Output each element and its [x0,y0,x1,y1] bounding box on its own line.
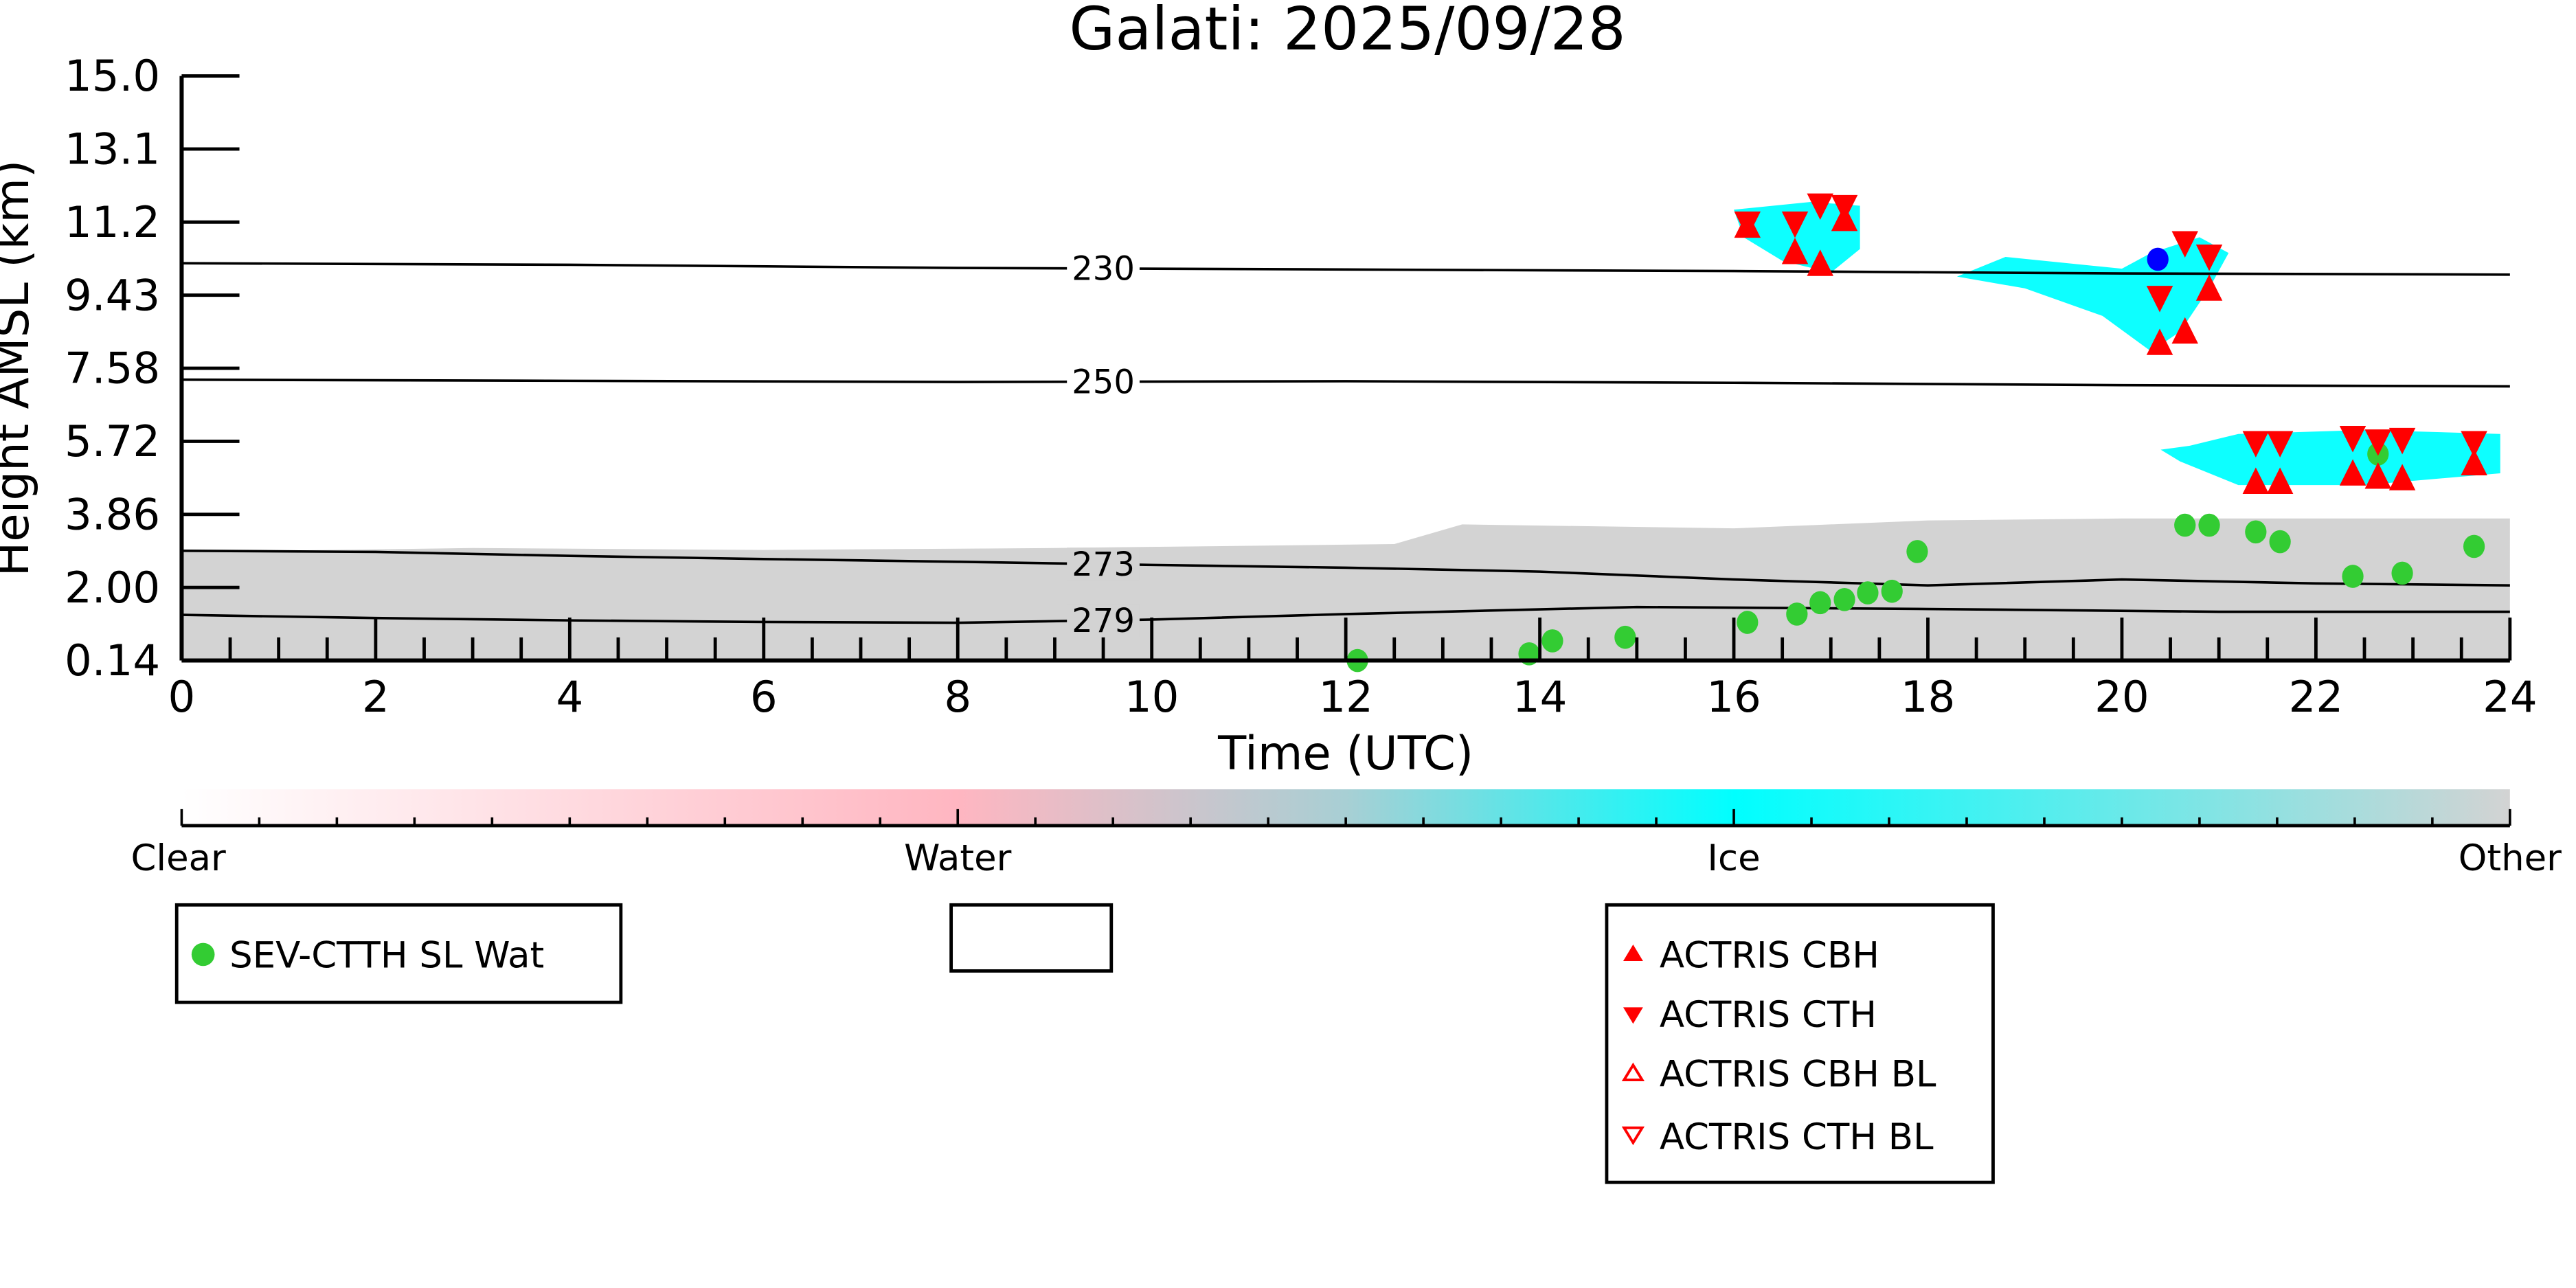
colorbar: Clear Water Ice Other [131,789,2562,879]
contour-label-273: 273 [1072,545,1135,584]
x-tick-label: 16 [1706,672,1761,722]
contour-label-bg-273 [1067,547,1140,581]
contour-label-250: 250 [1072,363,1135,401]
actris-cth-point [2242,431,2270,457]
legend-sev: SEV-CTTH SL Wat [174,903,623,1004]
x-tick-label: 8 [944,672,971,722]
region-ice-3 [2160,429,2500,486]
actris-cbh-point [1781,238,1809,264]
sev-ctth-sl-wat-point [1614,625,1636,649]
actris-cth-point [1781,211,1809,238]
legend-empty [949,903,1114,973]
actris-cth-point [1807,193,1833,221]
actris-cth-point [2146,286,2173,313]
x-tick-label: 6 [750,672,778,722]
sev-ctth-sl-wat-point [1809,591,1831,615]
y-tick-label: 9.43 [65,270,160,320]
actris-cth-point [2461,431,2487,457]
legend-label-cbh: ACTRIS CBH [1660,935,1879,977]
actris-cbh-point [2364,462,2392,489]
sev-ctth-sl-wat-point [1881,579,1903,603]
actris-cth-point [2364,429,2392,456]
x-tick-label: 24 [2483,672,2538,722]
actris-cbh-point [2242,467,2270,494]
actris-cth-point [2339,426,2366,453]
y-tick-label: 7.58 [65,343,160,394]
contour-label-bg-250 [1067,365,1140,398]
y-tick-label: 11.2 [65,197,160,247]
sev-ctth-sl-wat-point [1541,629,1563,653]
contour-230 [181,262,2510,276]
sev-ctth-sl-wat-point [1833,587,1855,611]
sev-ctth-sl-wat-point [2198,513,2220,537]
blue-point-point [2147,247,2169,271]
legend-marker-sev [191,942,215,967]
contour-250 [181,378,2510,388]
x-tick-label: 10 [1125,672,1179,722]
actris-cbh-point [2461,449,2487,476]
actris-cbh-point [2146,328,2173,355]
legend-label-cth-bl: ACTRIS CTH BL [1660,1116,1934,1158]
actris-cbh-point [2195,274,2223,301]
y-tick-label: 5.72 [65,416,160,466]
legend-marker-cbh-bl [1621,1062,1645,1082]
sev-ctth-sl-wat-point [1786,602,1808,626]
x-tick-label: 4 [556,672,583,722]
x-tick-label: 20 [2094,672,2149,722]
y-tick-label: 15.0 [65,51,160,101]
contour-label-bg-279 [1067,604,1140,637]
actris-cth-point [1831,194,1858,222]
y-tick-label: 0.14 [65,635,160,686]
sev-ctth-sl-wat-point [1906,540,1928,563]
actris-cbh-point [2388,464,2416,490]
contour-label-bg-230 [1067,251,1140,285]
y-tick-label: 13.1 [65,124,160,174]
sev-ctth-sl-wat-point [1857,581,1879,605]
actris-cbh-point [2339,459,2366,486]
sev-ctth-sl-wat-point [1737,611,1759,634]
x-tick-label: 18 [1901,672,1956,722]
actris-cbh-point [2266,467,2294,494]
contour-273 [181,549,2510,587]
x-tick-label: 12 [1318,672,1373,722]
actris-cbh-point [2171,317,2198,344]
contour-label-230: 230 [1072,250,1135,289]
y-tick-label: 2.00 [65,563,160,613]
sev-ctth-sl-wat-point [2391,561,2413,585]
legend-label-sev: SEV-CTTH SL Wat [229,935,544,977]
legend-marker-cth [1623,1007,1643,1024]
x-tick-label: 0 [168,672,196,722]
region-ice-1 [1734,201,1860,273]
x-tick-label: 22 [2289,672,2344,722]
y-tick-label: 3.86 [65,489,160,539]
legend-label-cth: ACTRIS CTH [1660,994,1877,1036]
x-tick-label: 14 [1513,672,1568,722]
legend-label-cbh-bl: ACTRIS CBH BL [1660,1054,1936,1096]
colorbar-label-other: Other [2459,837,2562,879]
actris-cbh-point [1807,249,1833,276]
legend-actris: ACTRIS CBH ACTRIS CTH ACTRIS CBH BL ACTR… [1605,903,1995,1184]
sev-ctth-sl-wat-point [2245,520,2267,544]
actris-cth-point [1734,211,1761,238]
legend-marker-cth-bl [1621,1126,1645,1146]
actris-cth-point [2388,427,2416,455]
x-tick-label: 2 [362,672,389,722]
sev-ctth-sl-wat-point [2269,530,2291,554]
colorbar-label-ice: Ice [1707,837,1760,879]
chart-title: Galati: 2025/09/28 [1069,0,1625,64]
actris-cth-point [2195,245,2223,271]
sev-ctth-sl-wat-point [2174,513,2196,537]
sev-ctth-sl-wat-point [2463,534,2485,558]
colorbar-label-clear: Clear [131,837,226,879]
colorbar-label-water: Water [904,837,1012,879]
y-axis-label: Height AMSL (km) [0,160,39,577]
sev-ctth-sl-wat-point [2342,565,2364,588]
legend-marker-cbh [1623,945,1643,962]
x-axis-label: Time (UTC) [1217,727,1473,780]
contour-label-279: 279 [1072,602,1135,640]
actris-cth-point [2266,431,2294,457]
actris-cth-point [2171,231,2198,258]
